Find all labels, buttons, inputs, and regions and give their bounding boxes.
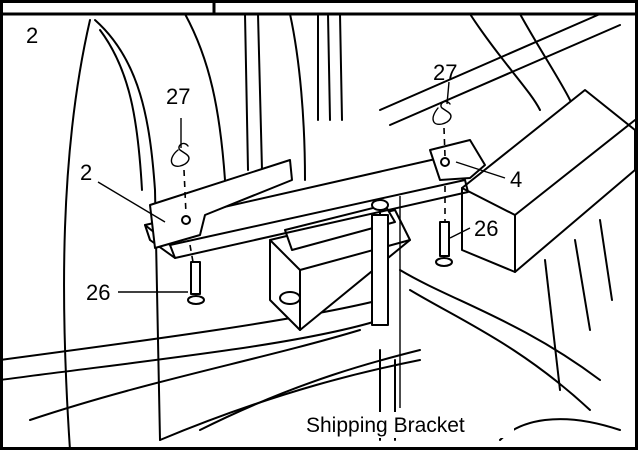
machine-frame-drawing	[0, 13, 636, 450]
shipping-bracket-block	[269, 199, 411, 331]
callout-pin-right: 27	[433, 60, 457, 85]
callout-bracket-left: 2	[80, 160, 92, 185]
bolt-left	[187, 244, 205, 305]
callout-bracket-right: 4	[510, 167, 522, 192]
callout-bolt-left: 26	[86, 280, 110, 305]
step-number: 2	[26, 23, 38, 48]
bolt-right	[435, 186, 453, 267]
callout-pin-left: 27	[166, 84, 190, 109]
hairpin-clip-right	[432, 100, 452, 157]
stabilizer-bar	[144, 139, 486, 259]
shipping-bracket-label: Shipping Bracket	[306, 414, 465, 437]
callout-leaders	[97, 81, 506, 408]
callout-bolt-right: 26	[474, 216, 498, 241]
